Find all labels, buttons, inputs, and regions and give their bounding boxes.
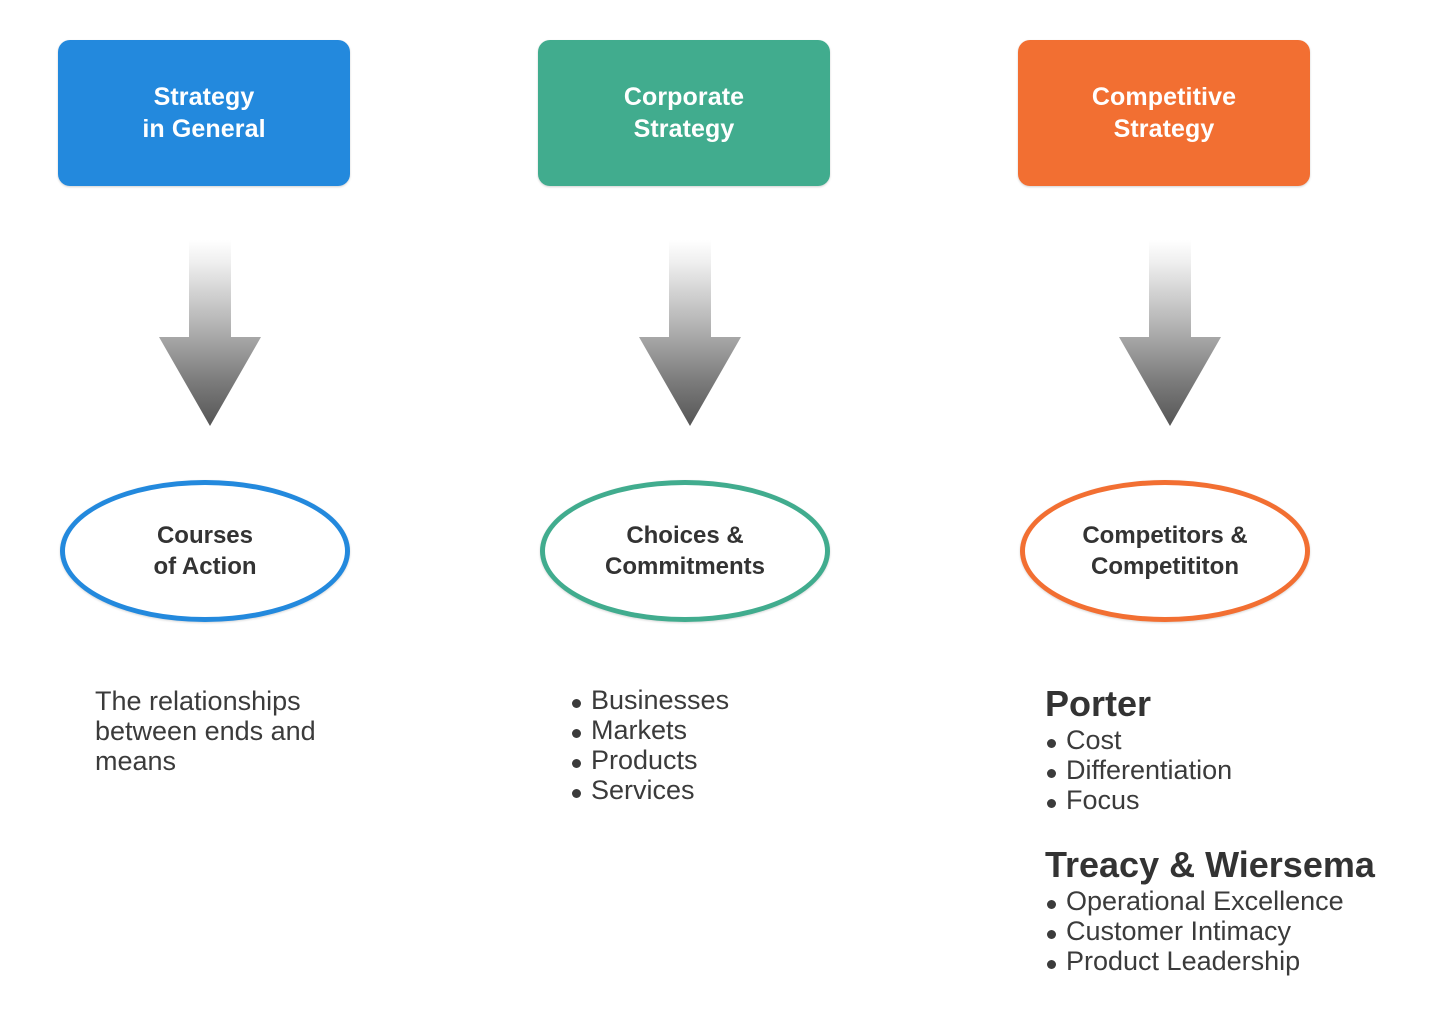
list-item: Operational Excellence	[1045, 886, 1430, 916]
header-box-label: Competitive Strategy	[1091, 83, 1237, 143]
down-arrow-icon	[1117, 240, 1223, 428]
bullet-list: Operational Excellence Customer Intimacy…	[1045, 886, 1430, 976]
header-box-competitive-strategy[interactable]: Competitive Strategy	[1018, 40, 1310, 186]
bullet-list: Cost Differentiation Focus	[1045, 725, 1430, 815]
list-item: Product Leadership	[1045, 946, 1430, 976]
list-item: Customer Intimacy	[1045, 916, 1430, 946]
ellipse-courses-of-action[interactable]: Courses of Action	[60, 480, 350, 622]
list-item: Businesses	[570, 685, 930, 715]
list-item-label: Customer Intimacy	[1066, 916, 1292, 946]
group-heading: Treacy & Wiersema	[1045, 844, 1375, 885]
body-block-strategy-in-general: The relationships between ends and means	[95, 686, 455, 776]
list-item-label: Differentiation	[1066, 755, 1233, 785]
header-box-corporate-strategy[interactable]: Corporate Strategy	[538, 40, 830, 186]
column-competitive-strategy: Competitive Strategy Competitors & Compe…	[1000, 0, 1420, 1012]
ellipse-label: Choices & Commitments	[604, 521, 766, 580]
list-item-label: Cost	[1066, 725, 1122, 755]
group-heading: Porter	[1045, 683, 1152, 724]
list-item-label: Businesses	[591, 685, 730, 715]
list-item-label: Services	[591, 775, 695, 805]
list-item: Focus	[1045, 785, 1430, 815]
bullet-list: Businesses Markets Products Services	[570, 685, 930, 805]
body-block-corporate-strategy: Businesses Markets Products Services	[570, 685, 930, 805]
list-item-label: Products	[591, 745, 698, 775]
list-item: Cost	[1045, 725, 1430, 755]
list-item-label: Focus	[1066, 785, 1140, 815]
ellipse-label: Competitors & Competititon	[1082, 521, 1248, 580]
list-item: Markets	[570, 715, 930, 745]
column-strategy-in-general: Strategy in General Courses of Action	[40, 0, 460, 1012]
header-box-label: Corporate Strategy	[623, 83, 745, 143]
body-paragraph: The relationships between ends and means	[95, 686, 316, 776]
header-box-label: Strategy in General	[142, 83, 266, 143]
bullet-dot-icon	[572, 729, 581, 738]
ellipse-competitors-and-competition[interactable]: Competitors & Competititon	[1020, 480, 1310, 622]
bullet-dot-icon	[1047, 930, 1056, 939]
body-block-competitive-strategy: Porter Cost Differentiation Focus Treacy…	[1045, 683, 1430, 977]
list-item: Differentiation	[1045, 755, 1430, 785]
list-item: Services	[570, 775, 930, 805]
bullet-dot-icon	[572, 759, 581, 768]
ellipse-label: Courses of Action	[153, 521, 257, 580]
column-corporate-strategy: Corporate Strategy Choices & Commitments	[520, 0, 940, 1012]
bullet-dot-icon	[1047, 900, 1056, 909]
list-item: Products	[570, 745, 930, 775]
bullet-dot-icon	[572, 699, 581, 708]
down-arrow-icon	[157, 240, 263, 428]
header-box-strategy-in-general[interactable]: Strategy in General	[58, 40, 350, 186]
bullet-dot-icon	[1047, 769, 1056, 778]
ellipse-choices-and-commitments[interactable]: Choices & Commitments	[540, 480, 830, 622]
bullet-dot-icon	[1047, 799, 1056, 808]
bullet-dot-icon	[1047, 960, 1056, 969]
list-item-label: Operational Excellence	[1066, 886, 1344, 916]
bullet-group-treacy-wiersema: Treacy & Wiersema Operational Excellence…	[1045, 844, 1430, 977]
bullet-dot-icon	[572, 789, 581, 798]
bullet-group: Businesses Markets Products Services	[570, 685, 930, 805]
list-item-label: Product Leadership	[1066, 946, 1301, 976]
bullet-group-porter: Porter Cost Differentiation Focus	[1045, 683, 1430, 816]
down-arrow-icon	[637, 240, 743, 428]
list-item-label: Markets	[591, 715, 688, 745]
bullet-dot-icon	[1047, 739, 1056, 748]
